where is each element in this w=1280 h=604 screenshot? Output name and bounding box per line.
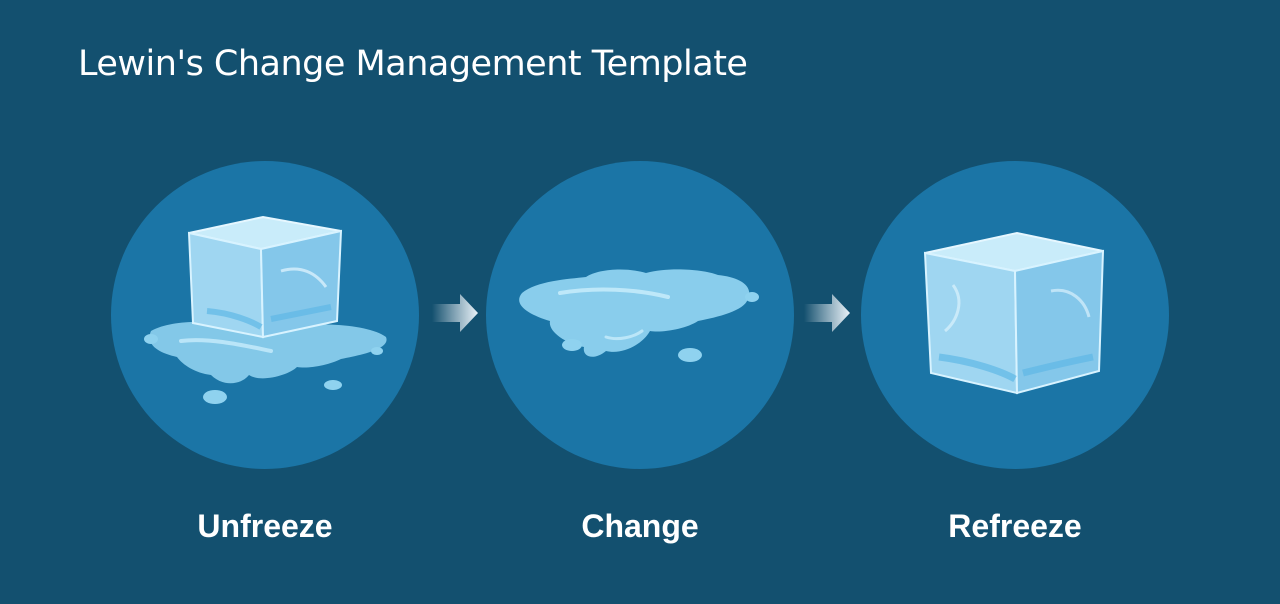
water-puddle-icon	[519, 269, 759, 362]
change-circle	[486, 161, 794, 469]
slide-title: Lewin's Change Management Template	[78, 44, 748, 84]
melting-ice-cube-icon	[144, 215, 387, 404]
arrow-right-icon	[432, 294, 478, 332]
stage-label-change: Change	[581, 508, 699, 544]
refreeze-circle	[861, 161, 1169, 469]
ice-cube-icon	[923, 231, 1105, 395]
unfreeze-circle	[111, 161, 419, 469]
arrow-right-icon	[804, 294, 850, 332]
stage-label-refreeze: Refreeze	[948, 508, 1082, 544]
stage-label-unfreeze: Unfreeze	[197, 508, 333, 544]
